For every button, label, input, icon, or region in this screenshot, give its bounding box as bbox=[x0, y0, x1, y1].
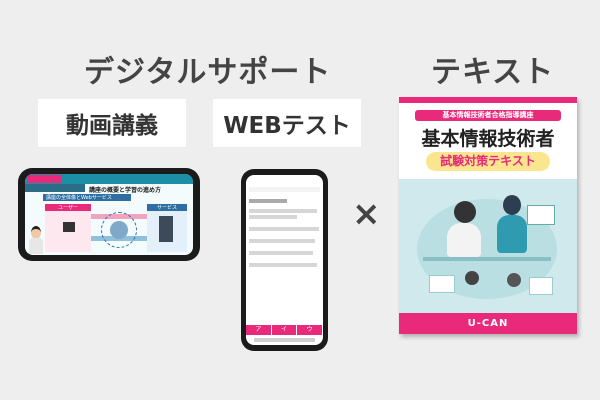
video-lecture-chip: 動画講義 bbox=[38, 99, 186, 147]
answer-button-u[interactable]: ウ bbox=[297, 325, 323, 335]
answer-buttons: ア イ ウ bbox=[246, 325, 323, 335]
question-line bbox=[249, 215, 297, 219]
monitor-icon bbox=[527, 205, 555, 225]
lecture-subheader bbox=[25, 184, 85, 192]
lecture-tag bbox=[27, 175, 61, 183]
desk bbox=[423, 257, 551, 261]
person-body bbox=[447, 223, 481, 257]
question-line bbox=[249, 209, 317, 213]
test-screen: ア イ ウ bbox=[246, 175, 323, 345]
person-body bbox=[497, 215, 527, 253]
web-test-chip: WEBテスト bbox=[213, 99, 361, 147]
person-icon bbox=[454, 201, 476, 223]
phone-notch bbox=[271, 169, 288, 174]
option-line bbox=[249, 251, 313, 255]
user-label: ユーザー bbox=[45, 204, 91, 211]
lecture-header-bar bbox=[25, 174, 193, 184]
person-icon bbox=[503, 195, 521, 215]
user-box: ユーザー bbox=[45, 204, 91, 252]
lecturer-body bbox=[29, 238, 43, 254]
option-line bbox=[249, 239, 315, 243]
answer-button-a[interactable]: ア bbox=[246, 325, 272, 335]
window-icon bbox=[529, 277, 553, 295]
test-footer-text bbox=[254, 338, 315, 342]
person-icon bbox=[465, 271, 479, 285]
lecture-section-bar: 講座の全体像とWebサービス bbox=[43, 194, 131, 201]
cover-illustration bbox=[399, 179, 577, 313]
textbook-cover: 基本情報技術者合格指導講座 基本情報技術者 試験対策テキスト U-CAN bbox=[399, 97, 577, 334]
service-label: サービス bbox=[147, 204, 187, 211]
person-icon bbox=[507, 273, 521, 287]
test-top-bar bbox=[249, 187, 320, 192]
lecturer-avatar bbox=[28, 224, 44, 255]
lecture-screen: 講座の概要と学習の進め方 講座の全体像とWebサービス ユーザー サービス bbox=[25, 174, 193, 255]
window-icon bbox=[429, 275, 455, 293]
question-number bbox=[249, 199, 287, 203]
answer-button-i[interactable]: イ bbox=[271, 325, 298, 335]
lecture-section-label: 講座の全体像とWebサービス bbox=[46, 195, 112, 201]
lecture-phone: 講座の概要と学習の進め方 講座の全体像とWebサービス ユーザー サービス bbox=[18, 168, 200, 261]
publisher-logo: U-CAN bbox=[399, 313, 577, 334]
lecture-title: 講座の概要と学習の進め方 bbox=[89, 187, 162, 194]
globe-icon bbox=[101, 212, 137, 248]
cover-subtitle: 試験対策テキスト bbox=[426, 152, 550, 171]
cover-supertitle: 基本情報技術者合格指導講座 bbox=[415, 110, 561, 121]
cover-top-band bbox=[399, 97, 577, 103]
lecturer-head bbox=[31, 226, 41, 239]
times-icon: × bbox=[352, 194, 381, 234]
textbook-heading: テキスト bbox=[431, 55, 555, 90]
cover-title: 基本情報技術者 bbox=[421, 128, 555, 150]
laptop-icon bbox=[63, 222, 75, 232]
test-phone: ア イ ウ bbox=[241, 169, 328, 351]
option-line bbox=[249, 263, 317, 267]
server-icon bbox=[159, 216, 173, 242]
option-line bbox=[249, 227, 319, 231]
digital-support-heading: デジタルサポート bbox=[84, 55, 332, 90]
